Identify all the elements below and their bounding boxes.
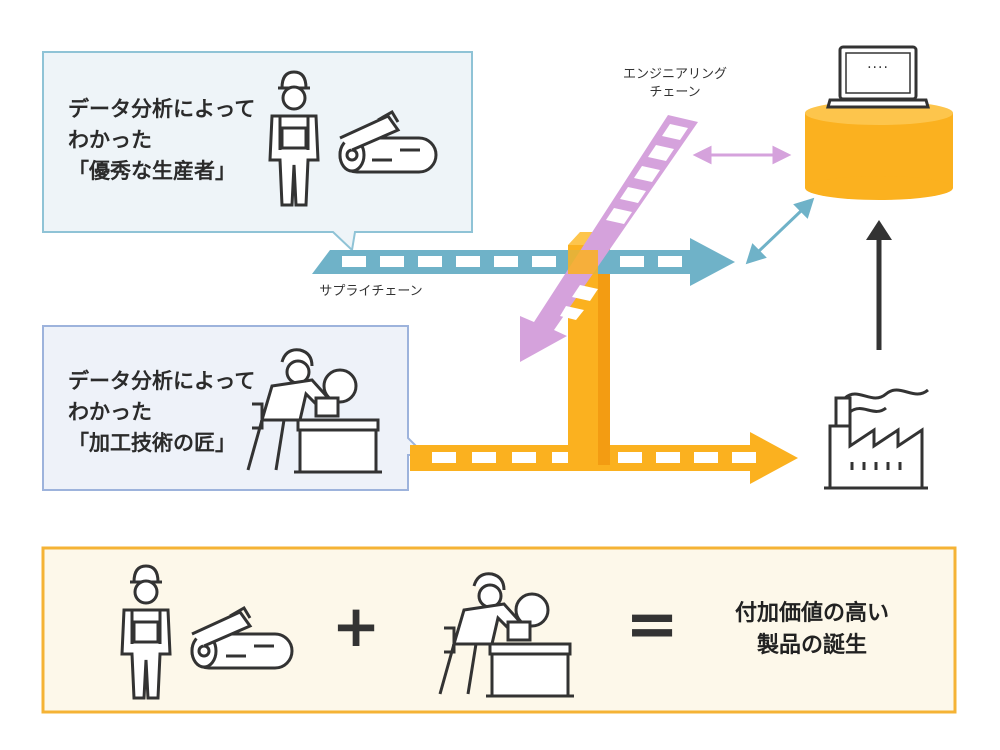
pillar-base — [568, 440, 598, 465]
laptop-screen-text: ···· — [867, 60, 889, 76]
factory-icon — [824, 388, 929, 490]
log-icon — [338, 109, 438, 174]
blue-double-arrow — [745, 197, 815, 265]
result-craftsman-icon — [438, 572, 574, 698]
laptop-icon — [826, 45, 930, 109]
result-text: 付加価値の高い 製品の誕生 — [734, 601, 889, 658]
result-worker-icon — [120, 564, 172, 700]
database-icon — [805, 101, 953, 200]
pillar-base-side — [598, 440, 610, 465]
engineering-chain-arrow — [520, 115, 698, 362]
purple-double-arrow — [692, 145, 792, 165]
supply-chain-arrow — [312, 238, 735, 286]
result-log-icon — [190, 605, 294, 670]
callout-craftsman-text: データ分析によって わかった 「加工技術の匠」 — [68, 369, 256, 455]
callout-producer-text: データ分析によって わかった 「優秀な生産者」 — [68, 97, 256, 183]
engineering-chain-label: エンジニアリング チェーン — [622, 67, 727, 100]
equals-sign: = — [625, 588, 679, 662]
supply-chain-label: サプライチェーン — [319, 284, 423, 299]
up-arrow — [866, 220, 892, 350]
callout-producer-bubble — [42, 51, 473, 253]
pillar-overlap — [568, 250, 598, 274]
craftsman-icon — [246, 348, 382, 474]
plus-sign: + — [331, 592, 381, 660]
producer-worker-icon — [268, 70, 320, 207]
